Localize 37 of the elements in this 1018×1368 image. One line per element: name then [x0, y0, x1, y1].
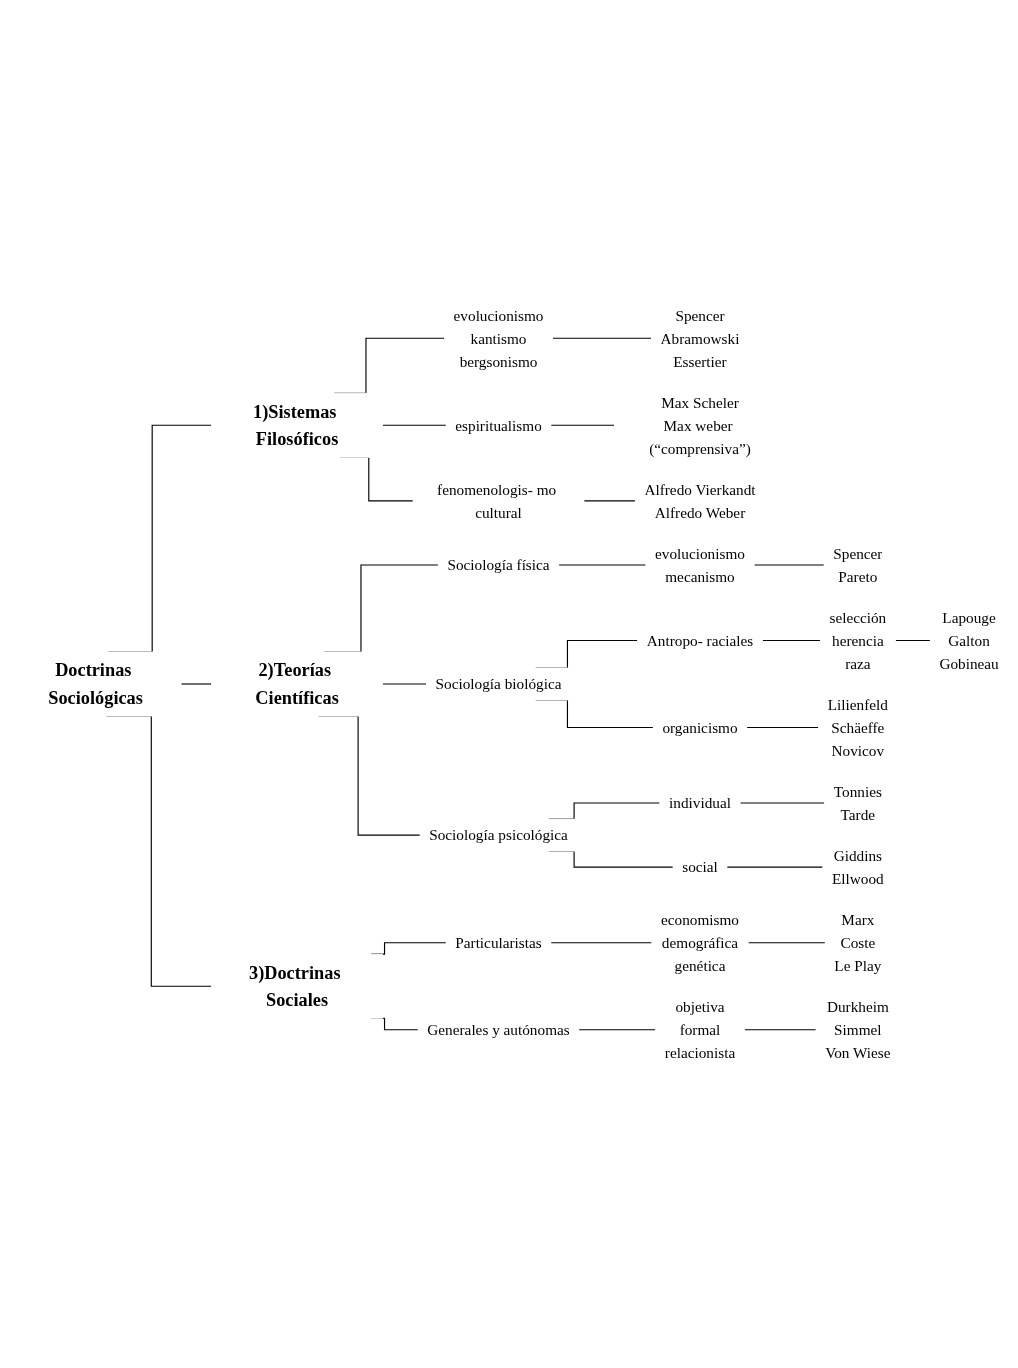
connector — [550, 942, 653, 944]
connector — [552, 337, 652, 339]
node-text: espiritualismo — [455, 416, 542, 434]
node-text: Durkheim Simmel Von Wiese — [825, 998, 891, 1061]
node-text: organicismo — [662, 719, 738, 736]
node-text: social — [682, 858, 718, 876]
node-text: evolucionismo kantismo bergsonismo — [453, 307, 544, 370]
node-text: selección herencia raza — [829, 609, 887, 672]
node-text: Max Scheler Max weber (“comprensiva”) — [649, 394, 751, 457]
connector — [761, 639, 821, 642]
connector — [550, 424, 616, 426]
node-text: Alfredo Vierkandt Alfredo Weber — [644, 481, 756, 521]
connector — [726, 866, 824, 868]
connector — [578, 1029, 657, 1031]
node-text: economismo demográfica genética — [660, 911, 739, 974]
connector — [743, 1029, 817, 1031]
node-text: Sociología física — [447, 556, 550, 574]
node-text: Lapouge Galton Gobineau — [939, 609, 999, 672]
node-text: 3)Doctrinas Sociales — [248, 962, 341, 1010]
node-text: fenomenologis- mo cultural — [437, 481, 557, 521]
connector — [746, 726, 820, 729]
node-text: Giddins Ellwood — [831, 847, 884, 887]
node-text: Lilienfeld Schäeffe Novicov — [827, 696, 888, 759]
connector — [894, 639, 931, 642]
node-text: Generales y autónomas — [427, 1021, 570, 1039]
node-text: Spencer Abramowski Essertier — [660, 307, 740, 370]
node-text: Tonnies Tarde — [833, 783, 882, 823]
node-text: objetiva formal relacionista — [664, 998, 736, 1061]
node-text: Spencer Pareto — [833, 545, 883, 585]
node-text: evolucionismo mecanismo — [655, 545, 745, 585]
connector — [747, 942, 826, 944]
connector — [583, 500, 636, 502]
node-text: Antropo- raciales — [646, 632, 754, 649]
node-text: Particularistas — [455, 934, 542, 952]
node-text: individual — [669, 794, 731, 812]
connector — [381, 424, 447, 426]
node-text: Marx Coste Le Play — [834, 911, 882, 974]
